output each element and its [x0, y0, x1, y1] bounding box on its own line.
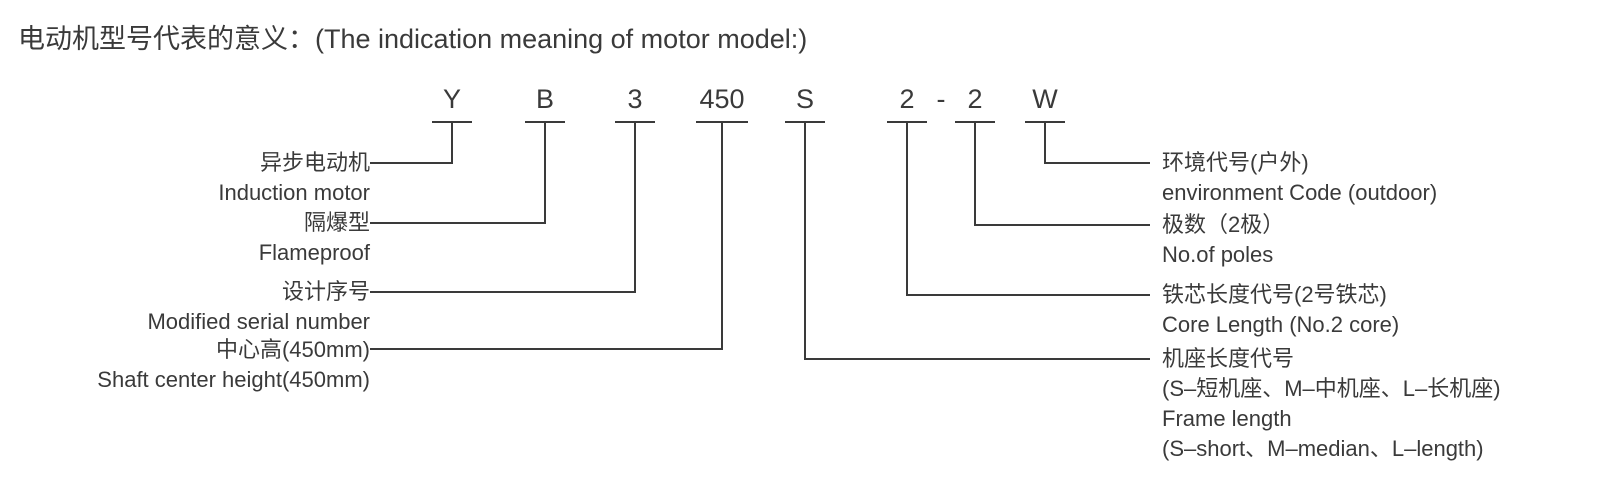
- leader-2a: [906, 122, 1150, 296]
- label-group-flameproof: 隔爆型 Flameproof: [259, 208, 370, 268]
- leader-3: [370, 122, 636, 293]
- label-en-induction-motor: Induction motor: [218, 180, 370, 205]
- label-cn-no-of-poles: 极数（2极）: [1162, 212, 1285, 237]
- label-en-core-length: Core Length (No.2 core): [1162, 312, 1400, 337]
- page-title: 电动机型号代表的意义：(The indication meaning of mo…: [18, 24, 808, 54]
- label-cn-induction-motor: 异步电动机: [259, 150, 370, 175]
- label-cn-frame-length-detail: (S–短机座、M–中机座、L–长机座): [1162, 376, 1501, 401]
- label-group-core-length: 铁芯长度代号(2号铁芯) Core Length (No.2 core): [1162, 280, 1399, 340]
- label-group-environment-code: 环境代号(户外) environment Code (outdoor): [1162, 148, 1437, 208]
- label-en-no-of-poles: No.of poles: [1162, 242, 1274, 267]
- label-group-serial-number: 设计序号 Modified serial number: [147, 277, 370, 337]
- label-cn-core-length: 铁芯长度代号(2号铁芯): [1162, 282, 1387, 307]
- label-group-shaft-center-height: 中心高(450mm) Shaft center height(450mm): [97, 335, 370, 395]
- label-cn-flameproof: 隔爆型: [303, 210, 370, 235]
- label-en-environment-code: environment Code (outdoor): [1162, 180, 1438, 205]
- label-en-shaft-center-height: Shaft center height(450mm): [97, 367, 370, 392]
- leader-2b: [974, 122, 1150, 226]
- leader-s: [804, 122, 1150, 360]
- leader-w: [1044, 122, 1150, 164]
- label-group-no-of-poles: 极数（2极） No.of poles: [1162, 210, 1284, 270]
- label-en-serial-number: Modified serial number: [147, 309, 370, 334]
- label-group-frame-length: 机座长度代号 (S–短机座、M–中机座、L–长机座) Frame length …: [1162, 344, 1501, 464]
- label-en-frame-length: Frame length: [1162, 406, 1292, 431]
- label-cn-environment-code: 环境代号(户外): [1162, 150, 1309, 175]
- label-en-flameproof: Flameproof: [258, 240, 370, 265]
- label-en-frame-length-detail: (S–short、M–median、L–length): [1162, 436, 1484, 461]
- label-cn-frame-length: 机座长度代号: [1162, 346, 1295, 371]
- leader-y: [370, 122, 453, 164]
- label-cn-serial-number: 设计序号: [281, 279, 370, 304]
- label-group-induction-motor: 异步电动机 Induction motor: [218, 148, 370, 208]
- leader-450: [370, 122, 723, 350]
- leader-b: [370, 122, 546, 224]
- label-cn-shaft-center-height: 中心高(450mm): [215, 337, 370, 362]
